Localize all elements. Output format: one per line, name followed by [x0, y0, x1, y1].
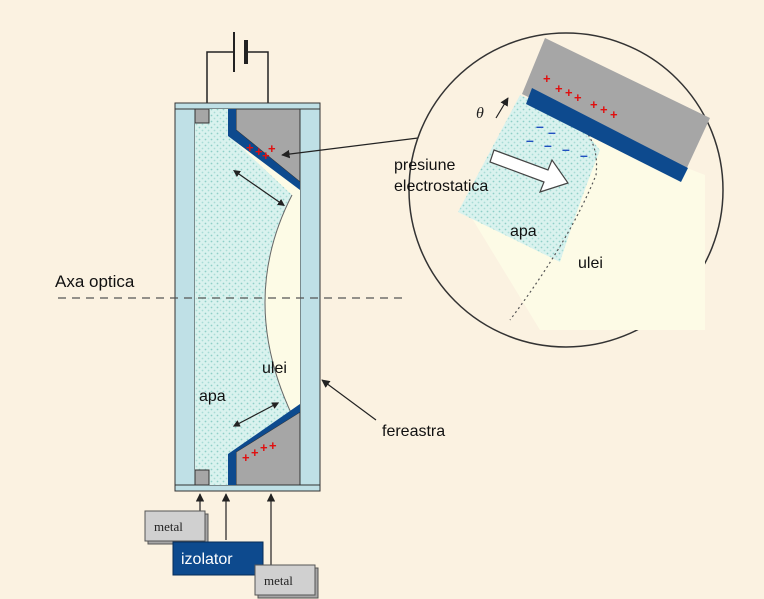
plus-charge: + [260, 440, 268, 455]
contact-angle-label: θ [476, 105, 484, 122]
metal-label-1: metal [154, 519, 183, 534]
zoom-pointer-arrow [281, 135, 435, 159]
minus-charge: – [580, 147, 588, 163]
minus-charge: – [544, 137, 552, 153]
minus-charge: – [548, 124, 556, 140]
pressure-arrow [489, 149, 569, 193]
angle-arrow [495, 97, 509, 119]
insulator-label-box: izolator [172, 541, 264, 576]
water-label: apa [199, 388, 226, 405]
inset-water-label: apa [510, 223, 537, 240]
lens-cell: + + + + + + + + [174, 102, 321, 492]
plus-charge: + [555, 81, 563, 96]
plus-charge: + [590, 97, 598, 112]
minus-charge: – [562, 141, 570, 157]
metal-label-2: metal [264, 573, 293, 588]
inset-oil-label: ulei [578, 255, 603, 272]
top-insulator [228, 109, 300, 190]
plus-charge: + [269, 438, 277, 453]
inset-insulator [526, 88, 688, 182]
optical-axis-label: Axa optica [55, 272, 135, 291]
inset-minus-charges: – – – – – – [526, 118, 588, 163]
inset-electrode [522, 38, 710, 172]
zoom-inset: + + + + + + + – – – – – – θ presiune ele… [394, 32, 724, 348]
plus-charge: + [610, 107, 618, 122]
metal-label-box-2: metal [254, 564, 319, 599]
plus-charge: + [242, 450, 250, 465]
inset-water-region [458, 95, 600, 262]
glass-wall-right [299, 102, 321, 492]
bottom-force-arrow [232, 402, 280, 427]
glass-wall-left [174, 102, 196, 492]
pressure-label-line2: electrostatica [394, 178, 488, 195]
window-label: fereastra [382, 423, 445, 440]
top-water-contact [194, 108, 210, 124]
plus-charge: + [246, 140, 254, 155]
battery-circuit [206, 32, 269, 108]
bottom-insulator [228, 404, 300, 485]
pressure-label-line1: presiune [394, 157, 455, 174]
plus-charge: + [251, 445, 259, 460]
bottom-water-contact [194, 469, 210, 486]
plus-charge: + [268, 141, 276, 156]
top-force-arrow [233, 169, 285, 207]
plus-charge: + [574, 90, 582, 105]
meniscus [264, 194, 293, 416]
plus-charge: + [600, 102, 608, 117]
plus-charge: + [262, 148, 270, 163]
oil-label: ulei [262, 360, 287, 377]
minus-charge: – [526, 132, 534, 148]
plus-charge: + [543, 71, 551, 86]
minus-charge: – [536, 118, 544, 134]
plus-charge: + [255, 144, 263, 159]
plus-charge: + [565, 85, 573, 100]
bottom-plus-charges: + + + + [242, 438, 277, 465]
insulator-label: izolator [181, 551, 233, 568]
top-plus-charges: + + + + [246, 140, 276, 163]
inset-interface [509, 119, 598, 321]
metal-label-box-1: metal [144, 510, 209, 545]
inset-plus-charges: + + + + + + + [543, 71, 618, 122]
window-pointer-arrow [321, 379, 377, 421]
